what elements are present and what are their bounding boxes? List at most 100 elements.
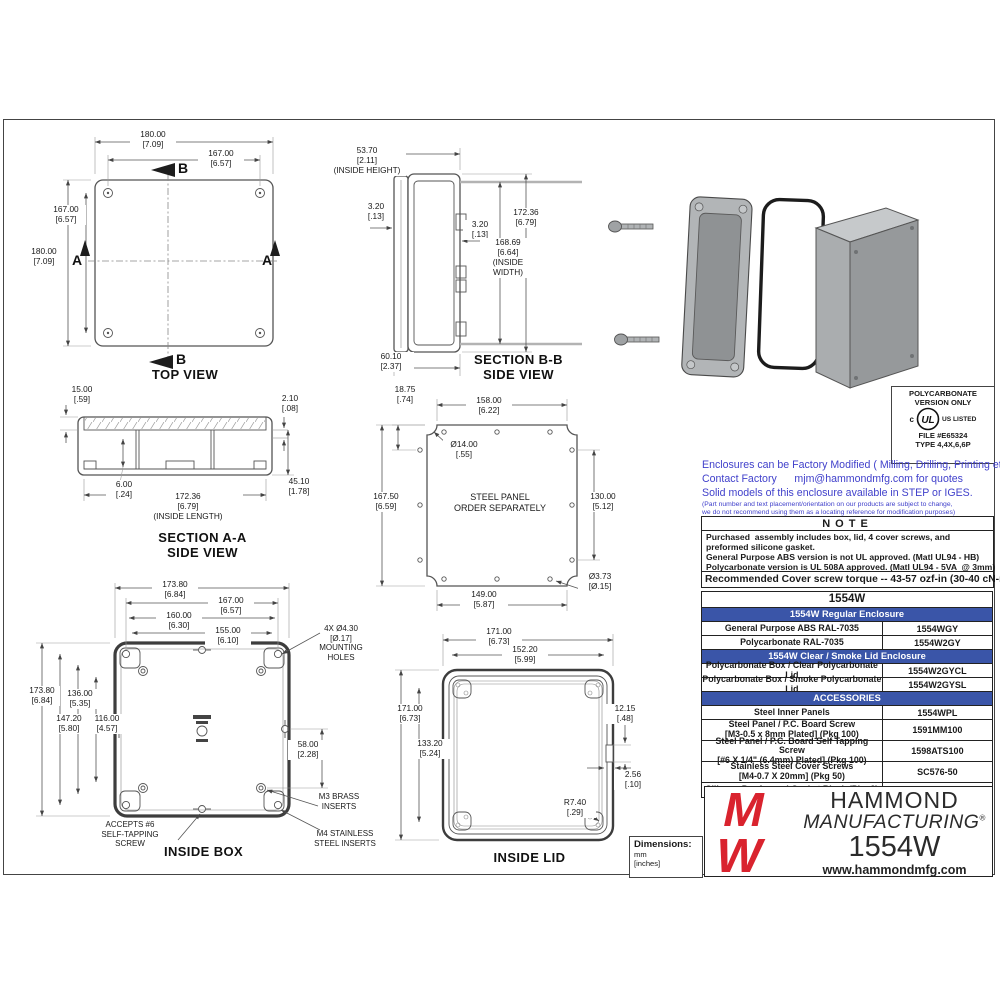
disclaimer-line-1: (Part number and text placement/orientat… xyxy=(702,500,953,508)
table-row: Polycarbonate Box / Smoke Polycarbonate … xyxy=(702,673,992,694)
section-header-regular: 1554W Regular Enclosure xyxy=(702,607,992,621)
bb-dim-overall: 172.36 [6.79] xyxy=(505,207,547,228)
inside-box-title: INSIDE BOX xyxy=(163,844,244,859)
ilid-dim-left2: 133.20 [5.24] xyxy=(409,738,451,759)
table-row: General Purpose ABS RAL-7035 1554WGY xyxy=(702,621,992,635)
table-row: Polycarbonate RAL-7035 1554W2GY xyxy=(702,635,992,649)
ibox-dim-left2: 136.00 [5.35] xyxy=(62,688,98,709)
bb-dim-inside-height: 53.70 [2.11] (INSIDE HEIGHT) xyxy=(328,145,406,176)
section-a-letter-right: A xyxy=(262,252,273,268)
part-desc: Steel Inner Panels xyxy=(754,706,830,717)
ibox-dim-top3: 160.00 [6.30] xyxy=(156,610,202,631)
part-desc: Stainless Steel Cover Screws [M4-0.7 X 2… xyxy=(730,761,854,781)
steel-panel-linework xyxy=(376,399,600,611)
ul-listed-text: US LISTED xyxy=(942,415,977,423)
panel-dim-width-bottom: 149.00 [5.87] xyxy=(460,589,508,610)
screw-icon xyxy=(608,220,654,233)
part-number: 1554WPL xyxy=(881,706,992,719)
ilid-dim-left1: 171.00 [6.73] xyxy=(389,703,431,724)
brand-subname: MANUFACTURING® xyxy=(803,811,986,833)
panel-dim-height-left: 167.50 [6.59] xyxy=(364,491,408,512)
hammond-logo-icon: M W xyxy=(711,783,770,882)
bb-dim-depth: 60.10 [2.37] xyxy=(368,351,414,372)
top-view-linework xyxy=(63,137,280,369)
ibox-note-m4-inserts: M4 STAINLESS STEEL INSERTS xyxy=(314,829,376,848)
table-row: Stainless Steel Cover Screws [M4-0.7 X 2… xyxy=(702,761,992,782)
lid-3d xyxy=(681,196,753,378)
section-aa-title: SECTION A-A SIDE VIEW xyxy=(158,530,247,560)
section-header-accessories: ACCESSORIES xyxy=(702,691,992,705)
top-dim-outer-width: 180.00 [7.09] xyxy=(130,129,176,150)
part-number: 1598ATS100 xyxy=(881,741,992,761)
note-body: Purchased assembly includes box, lid, 4 … xyxy=(701,530,996,573)
note-line: Purchased assembly includes box, lid, 4 … xyxy=(706,532,951,542)
ul-version-note: VERSION ONLY xyxy=(914,398,972,407)
ibox-dim-top4: 155.00 [6.10] xyxy=(205,625,251,646)
website-url: www.hammondmfg.com xyxy=(822,862,967,877)
aa-dim-step: 2.10 [.08] xyxy=(272,393,308,414)
ibox-dim-58: 58.00 [2.28] xyxy=(288,739,328,760)
aa-dim-inside-length: 172.36 [6.79] (INSIDE LENGTH) xyxy=(133,491,243,522)
aa-dim-lid: 15.00 [.59] xyxy=(62,384,102,405)
ul-logo-icon: UL xyxy=(916,407,940,431)
part-number: 1554W2GY xyxy=(881,636,992,649)
contact-factory-line: Contact Factory mjm@hammondmfg.com for q… xyxy=(702,472,963,485)
bb-dim-inside-width: 168.69 [6.64] (INSIDE WIDTH) xyxy=(480,237,536,278)
part-number: 1554W2GYCL xyxy=(881,664,992,677)
screw-icon xyxy=(614,333,660,346)
part-desc: General Purpose ABS RAL-7035 xyxy=(724,622,859,633)
top-dim-inner-width: 167.00 [6.57] xyxy=(198,148,244,169)
section-b-letter-bottom: B xyxy=(176,351,187,367)
note-line: Polycarbonate version is UL 508A approve… xyxy=(706,562,996,573)
table-row: Steel Panel / P.C. Board Screw [M3-0.5 x… xyxy=(702,719,992,740)
ilid-dim-slot-depth: 2.56 [.10] xyxy=(614,769,652,790)
inside-lid-linework xyxy=(395,634,631,842)
table-title: 1554W xyxy=(828,593,866,605)
box-3d xyxy=(814,207,920,389)
part-number: SC576-50 xyxy=(881,762,992,782)
brand-name: HAMMOND xyxy=(830,787,959,813)
part-desc: Steel Panel / P.C. Board Screw [M3-0.5 x… xyxy=(724,719,859,739)
factory-modified-line: Enclosures can be Factory Modified ( Mil… xyxy=(702,459,1000,471)
disclaimer-line-2: we do not recommend using them as a loca… xyxy=(702,509,956,517)
svg-text:W: W xyxy=(711,829,768,882)
unit-inches: [inches] xyxy=(634,859,661,869)
model-number: 1554W xyxy=(848,831,941,864)
top-dim-outer-height: 180.00 [7.09] xyxy=(24,246,64,267)
aa-dim-height: 45.10 [1.78] xyxy=(278,476,320,497)
section-a-letter-left: A xyxy=(72,252,83,268)
ul-material-note: POLYCARBONATE xyxy=(909,389,977,398)
panel-dim-width-top: 158.00 [6.22] xyxy=(466,395,512,416)
part-number-table: 1554W 1554W Regular Enclosure General Pu… xyxy=(701,591,993,798)
section-bb-linework xyxy=(370,148,582,376)
top-view-title: TOP VIEW xyxy=(151,367,219,382)
part-desc: Polycarbonate Box / Smoke Polycarbonate … xyxy=(702,673,882,694)
ul-type-rating: TYPE 4,4X,6,6P xyxy=(915,440,971,449)
factory-info-block: Enclosures can be Factory Modified ( Mil… xyxy=(702,459,1000,518)
part-number: 1591MM100 xyxy=(881,720,992,740)
note-line: preformed silicone gasket. xyxy=(706,542,815,553)
table-row: Steel Inner Panels 1554WPL xyxy=(702,705,992,719)
drawing-frame xyxy=(3,119,995,875)
part-number: 1554W2GYSL xyxy=(881,678,992,691)
inside-lid-title: INSIDE LID xyxy=(493,850,566,865)
ibox-dim-left3: 147.20 [5.80] xyxy=(51,713,87,734)
part-number: 1554WGY xyxy=(881,622,992,635)
panel-dim-height-right: 130.00 [5.12] xyxy=(580,491,626,512)
ilid-dim-radius: R7.40 [.29] xyxy=(554,797,596,818)
ilid-dim-slot-length: 12.15 [.48] xyxy=(606,703,644,724)
section-header-clear-smoke: 1554W Clear / Smoke Lid Enclosure xyxy=(702,649,992,663)
part-desc: Polycarbonate Box / Clear Polycarbonate … xyxy=(705,659,878,680)
dimensions-units-box: Dimensions: mm [inches] xyxy=(629,836,703,878)
section-bb-title: SECTION B-B SIDE VIEW xyxy=(474,352,563,382)
panel-dim-hole: Ø3.73 [Ø.15] xyxy=(578,571,622,592)
ibox-note-self-tapping: ACCEPTS #6 SELF-TAPPING SCREW xyxy=(101,820,159,849)
ibox-dim-top1: 173.80 [6.84] xyxy=(152,579,198,600)
panel-dim-corner: Ø14.00 [.55] xyxy=(443,439,485,460)
exploded-3d-view xyxy=(608,196,920,389)
top-dim-inner-height: 167.00 [6.57] xyxy=(46,204,86,225)
brand-title-block: M W HAMMOND MANUFACTURING® 1554W www.ham… xyxy=(704,783,993,883)
registered-mark: ® xyxy=(979,813,986,823)
unit-mm: mm xyxy=(634,850,647,859)
